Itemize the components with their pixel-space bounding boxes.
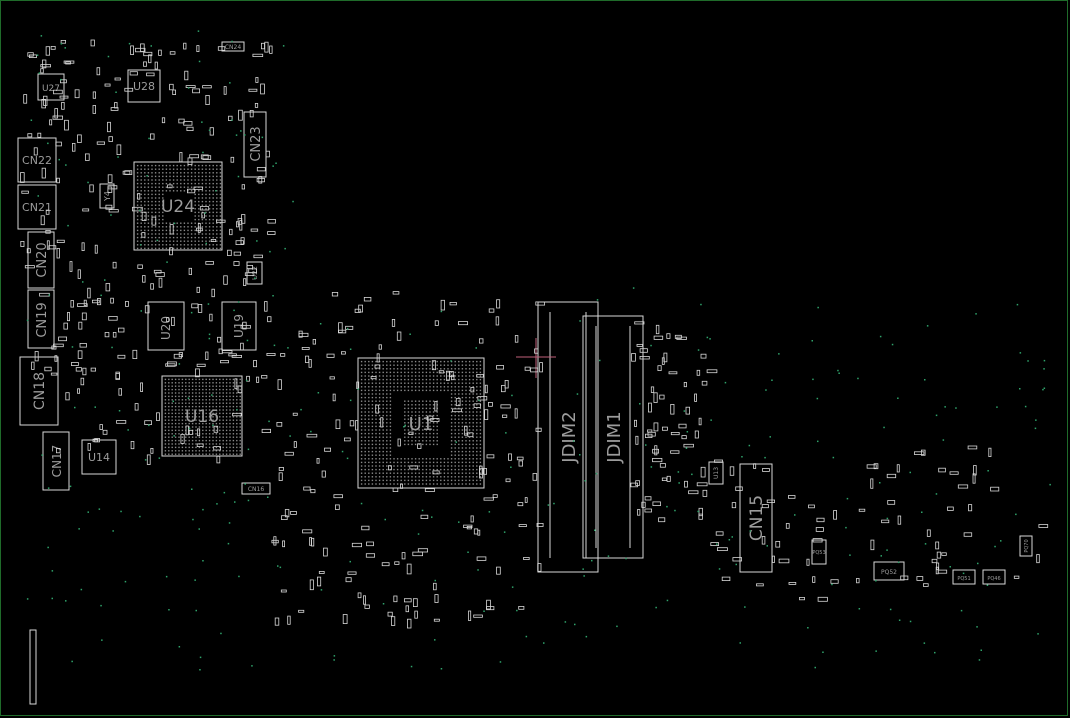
u13-label: U13 [713, 467, 720, 479]
pq46-outline[interactable] [982, 569, 1006, 585]
cn20-label: CN20 [35, 242, 50, 277]
u28-label: U28 [133, 80, 155, 93]
pq52-label: PQ52 [881, 569, 897, 576]
cursor-crosshair [516, 338, 556, 378]
passive-components [20, 39, 1049, 629]
jdim1-label: JDIM1 [604, 411, 625, 463]
jdim2-outline[interactable] [537, 301, 599, 573]
y4-label: Y4 [103, 191, 112, 202]
y4-outline[interactable] [99, 183, 115, 209]
jdim2-label: JDIM2 [559, 411, 580, 463]
cn18-label: CN18 [32, 372, 48, 410]
cn15-label: CN15 [747, 495, 767, 541]
cn23-label: CN23 [249, 126, 264, 161]
u13-outline[interactable] [708, 461, 724, 485]
bottom-edge-connector[interactable] [29, 629, 37, 705]
pq51-outline[interactable] [952, 569, 976, 585]
cn22-outline[interactable] [17, 137, 57, 183]
pq70-outline[interactable] [1019, 535, 1033, 557]
u20-outline[interactable] [147, 301, 185, 351]
cn24-label: CN24 [225, 44, 241, 51]
u20-label: U20 [159, 316, 173, 340]
u16-label: U16 [185, 407, 219, 427]
pq53-outline[interactable] [811, 539, 827, 565]
vias [26, 30, 1051, 671]
jdim1-outline[interactable] [582, 315, 644, 559]
u16-outline[interactable] [161, 375, 243, 457]
cn19-label: CN19 [35, 302, 50, 337]
u27-outline[interactable] [37, 73, 65, 101]
u24-outline[interactable] [133, 161, 223, 251]
u16-ball-grid [164, 378, 241, 455]
pq70-label: PQ70 [1024, 539, 1030, 552]
cn21-outline[interactable] [17, 184, 57, 230]
u24-label: U24 [161, 197, 195, 217]
pq53-label: PQ53 [812, 550, 825, 556]
pq51-label: PQ51 [957, 576, 970, 582]
u19-label: U19 [232, 314, 246, 338]
cn20-outline[interactable] [27, 231, 55, 289]
cn21-label: CN21 [22, 201, 52, 214]
cn16-outline[interactable] [241, 482, 271, 495]
u24-ball-grid [136, 164, 222, 250]
cn16-label: CN16 [248, 486, 264, 493]
cn22-label: CN22 [22, 154, 52, 167]
pq52-outline[interactable] [873, 561, 905, 581]
cn17-outline[interactable] [42, 431, 70, 491]
cn23-outline[interactable] [243, 111, 267, 178]
u27-label: U27 [42, 84, 60, 94]
cn18-outline[interactable] [19, 356, 59, 426]
u14-label: U14 [88, 451, 110, 464]
pq46-label: PQ46 [987, 576, 1000, 582]
cn17-label: CN17 [50, 445, 64, 478]
u28-outline[interactable] [127, 69, 161, 103]
u14-outline[interactable] [81, 439, 117, 475]
cn19-outline[interactable] [27, 289, 55, 349]
u1-ball-grid [360, 360, 482, 485]
